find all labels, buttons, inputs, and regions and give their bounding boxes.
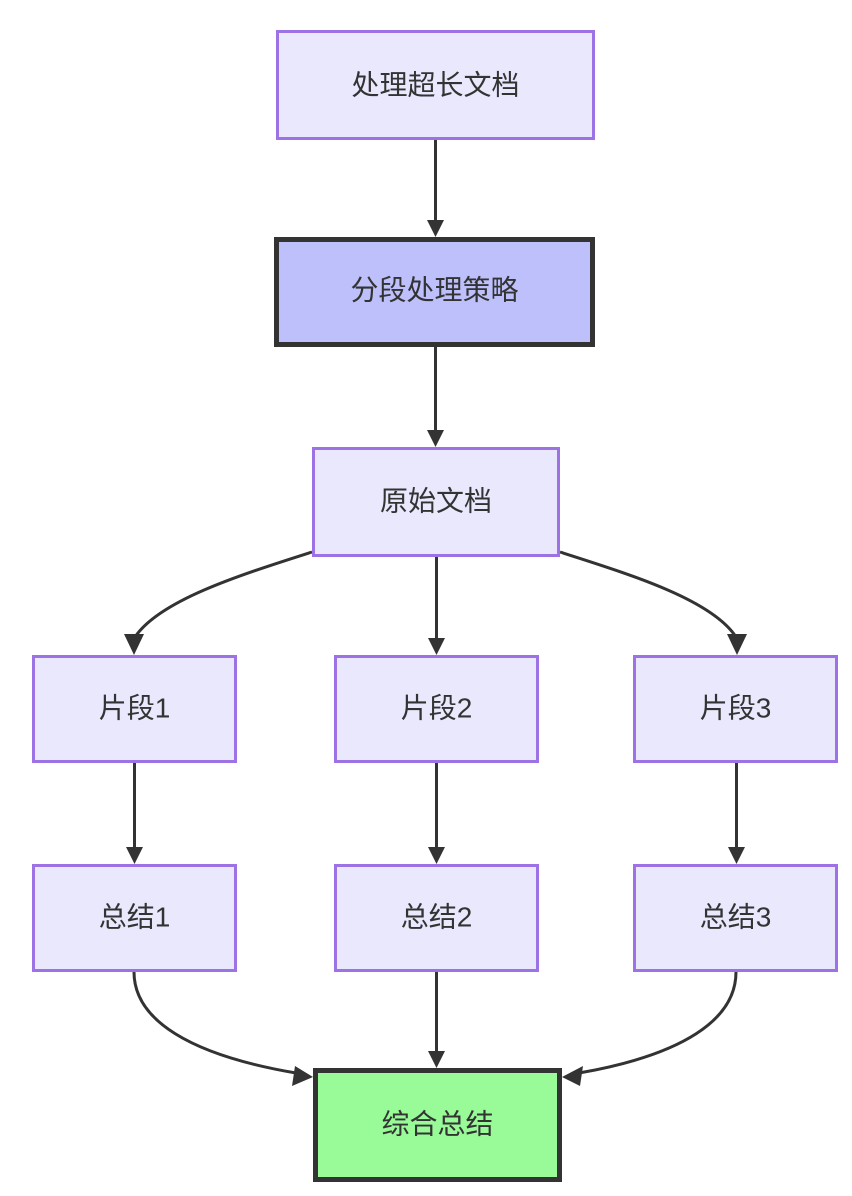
edge-n3-n6 (559, 550, 747, 655)
node-label: 处理超长文档 (351, 69, 519, 100)
node-box[interactable] (313, 1068, 562, 1182)
arrowhead-icon (292, 1066, 313, 1086)
node-summary-3[interactable]: 总结3 (633, 864, 838, 972)
edge-n1-n2 (427, 140, 444, 237)
node-label: 片段1 (99, 692, 171, 723)
edge-line (132, 971, 297, 1075)
edge-line (559, 550, 738, 638)
arrowhead-icon (124, 634, 144, 655)
node-box[interactable] (633, 864, 838, 972)
node-fragment-3[interactable]: 片段3 (633, 655, 838, 763)
arrowhead-icon (427, 220, 444, 237)
arrowhead-icon (126, 847, 143, 864)
edge-n9-n10 (562, 971, 738, 1086)
node-summary-1[interactable]: 总结1 (32, 864, 237, 972)
node-box[interactable] (312, 447, 560, 557)
edge-n3-n5 (428, 557, 445, 655)
node-label: 片段3 (700, 692, 772, 723)
node-label: 综合总结 (381, 1108, 493, 1139)
node-layer: 处理超长文档 分段处理策略 原始文档 片段1 片段2 片段3 (32, 30, 838, 1182)
node-box[interactable] (334, 655, 539, 763)
node-label: 总结2 (401, 901, 473, 932)
node-label: 分段处理策略 (350, 274, 518, 305)
node-box[interactable] (274, 237, 595, 347)
edge-n6-n9 (728, 763, 745, 864)
edge-line (578, 971, 738, 1075)
node-box[interactable] (276, 30, 595, 140)
node-box[interactable] (32, 864, 237, 972)
node-label: 总结1 (99, 901, 171, 932)
node-label: 原始文档 (380, 485, 492, 516)
arrowhead-icon (427, 430, 444, 447)
node-fragment-2[interactable]: 片段2 (334, 655, 539, 763)
edge-line (133, 550, 313, 638)
node-summary-2[interactable]: 总结2 (334, 864, 539, 972)
node-process-long-document[interactable]: 处理超长文档 (276, 30, 595, 140)
edge-n3-n4 (124, 550, 313, 655)
edge-layer (124, 140, 747, 1086)
edge-n8-n10 (428, 972, 445, 1068)
edge-n5-n8 (428, 763, 445, 864)
arrowhead-icon (428, 638, 445, 655)
node-label: 片段2 (401, 692, 473, 723)
node-box[interactable] (633, 655, 838, 763)
arrowhead-icon (727, 634, 747, 655)
node-chunking-strategy[interactable]: 分段处理策略 (274, 237, 595, 347)
arrowhead-icon (562, 1066, 583, 1086)
edge-n4-n7 (126, 763, 143, 864)
arrowhead-icon (428, 1051, 445, 1068)
edge-n2-n3 (427, 347, 444, 447)
arrowhead-icon (728, 847, 745, 864)
edge-n7-n10 (132, 971, 313, 1086)
node-box[interactable] (334, 864, 539, 972)
node-comprehensive-summary[interactable]: 综合总结 (313, 1068, 562, 1182)
node-box[interactable] (32, 655, 237, 763)
node-original-document[interactable]: 原始文档 (312, 447, 560, 557)
arrowhead-icon (428, 847, 445, 864)
node-label: 总结3 (700, 901, 772, 932)
node-fragment-1[interactable]: 片段1 (32, 655, 237, 763)
